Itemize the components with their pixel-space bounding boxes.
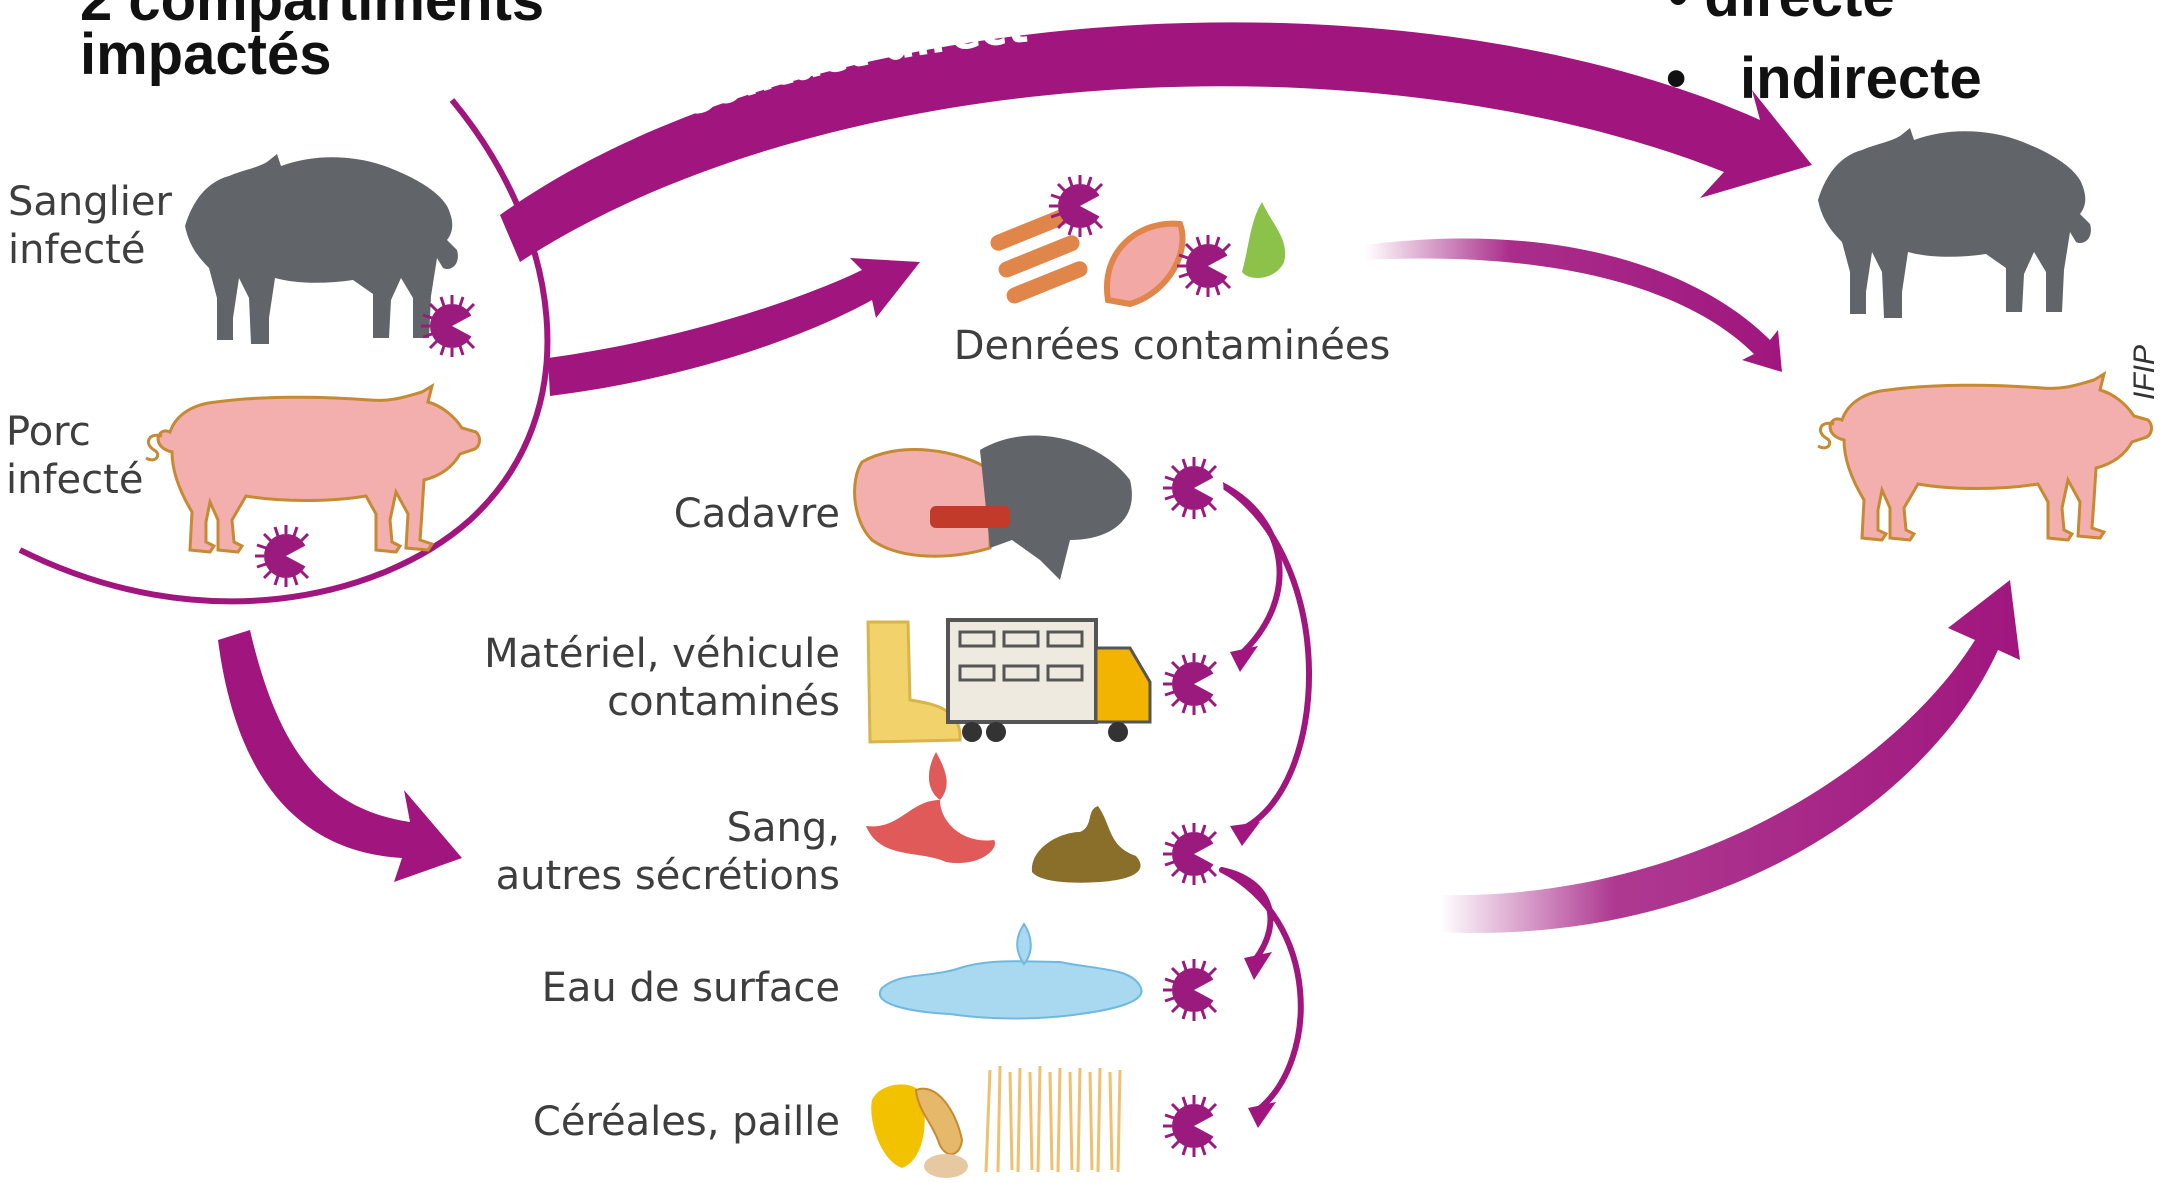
- credit-ifip: IFIP: [2128, 344, 2161, 400]
- bullet-marker: •: [1666, 46, 1687, 111]
- label-cereals: Céréales, paille: [532, 1099, 840, 1145]
- recycle-arrows: [1219, 482, 1312, 1113]
- cereal-straw-icon: [871, 1065, 1122, 1178]
- label-food: Denrées contaminées: [953, 323, 1391, 369]
- indirect-arrow: [1440, 580, 2020, 933]
- contact-direct-arrow: [500, 22, 1812, 262]
- label-blood: Sang, autres sécrétions: [495, 805, 840, 899]
- virus-icon: [1161, 1093, 1225, 1159]
- surface-water-icon: [878, 922, 1143, 1020]
- label-pig: Porc infecté: [6, 409, 144, 503]
- label-wild-boar: Sanglier infecté: [8, 179, 172, 273]
- label-equipment: Matériel, véhicule contaminés: [484, 631, 840, 725]
- equipment-icon: [866, 618, 1152, 744]
- label-water: Eau de surface: [541, 965, 840, 1011]
- healthy-pig-icon: [1816, 372, 2153, 542]
- virus-icon: [1161, 957, 1225, 1023]
- recycle-arrowheads: [1230, 646, 1276, 1128]
- virus-icon: [1161, 651, 1225, 717]
- virus-icon: [1161, 455, 1225, 521]
- food-to-right-arrow: [1365, 238, 1782, 372]
- label-carcass: Cadavre: [673, 491, 840, 537]
- virus-icon: [419, 293, 483, 359]
- title-line-2: impactés: [80, 22, 332, 87]
- down-left-arrow: [218, 630, 462, 882]
- healthy-boar-icon: [1818, 128, 2091, 318]
- food-arrow: [548, 258, 920, 396]
- bullet-indirecte: indirecte: [1740, 46, 1982, 111]
- carcass-icon: [853, 435, 1132, 580]
- blood-secretion-icon: [866, 752, 1141, 883]
- virus-icon: [1175, 233, 1239, 299]
- infected-boar-icon: [185, 154, 458, 344]
- virus-icon: [1047, 173, 1111, 239]
- food-icons: [990, 202, 1286, 308]
- infected-pig-icon: [144, 384, 481, 554]
- virus-icon: [253, 523, 317, 589]
- virus-icon: [1161, 821, 1225, 887]
- bullet-directe: • directe: [1668, 0, 1895, 28]
- title-line-1: 2 compartiments: [80, 0, 545, 33]
